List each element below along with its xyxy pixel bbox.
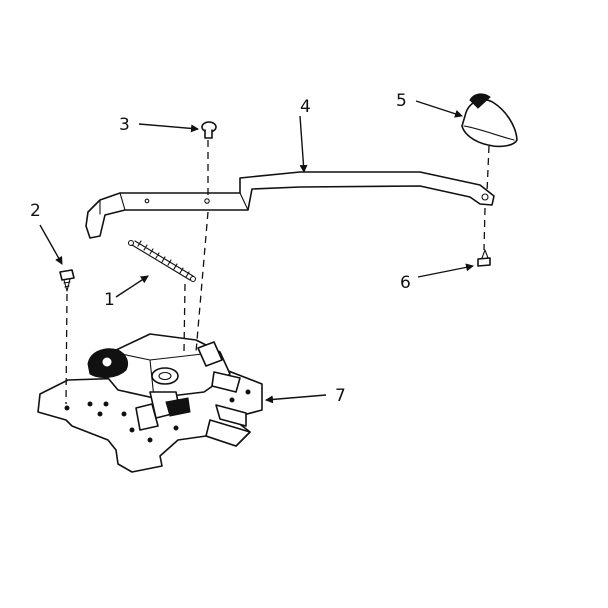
alignment-lines — [65, 140, 490, 405]
callout-4: 4 — [300, 97, 311, 117]
part-7-latch-assembly — [37, 333, 263, 473]
callout-6: 6 — [400, 273, 411, 293]
callout-leaders — [39, 100, 474, 404]
callout-1: 1 — [104, 290, 115, 310]
callout-3: 3 — [119, 115, 130, 135]
callout-2: 2 — [30, 201, 41, 221]
part-1-spring — [127, 239, 197, 283]
callout-5: 5 — [396, 91, 407, 111]
part-4-lever-arm — [85, 171, 495, 239]
callout-7: 7 — [335, 386, 346, 406]
part-6-screw — [477, 249, 491, 267]
part-2-screw — [59, 269, 75, 292]
part-3-rivet — [201, 121, 217, 139]
callout-labels: 1 2 3 4 5 6 7 — [30, 91, 411, 406]
part-5-knob — [461, 93, 518, 148]
